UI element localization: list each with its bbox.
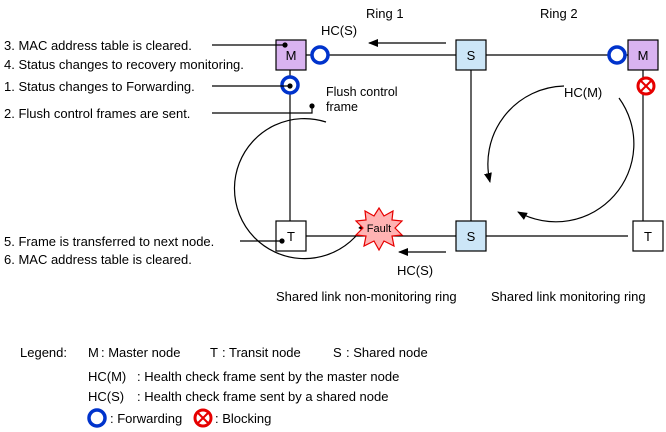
fault-label: Fault — [367, 223, 391, 235]
step-6-text: 6. MAC address table is cleared. — [4, 252, 192, 267]
legend-hcs-text: : Health check frame sent by a shared no… — [137, 389, 388, 404]
leader-step-5-dot — [279, 238, 285, 244]
legend-hcm-key: HC(M) — [88, 369, 126, 384]
legend-forwarding-icon — [87, 408, 107, 428]
transit-node-left-label: T — [287, 229, 295, 244]
hc-m-arrow-right — [517, 97, 635, 223]
shared-node-bottom-label: S — [467, 229, 476, 244]
leader-step-2 — [212, 106, 313, 114]
legend-blocking-text: : Blocking — [215, 411, 271, 426]
fault-icon: Fault — [354, 206, 404, 252]
leader-step-2-dot — [309, 103, 315, 109]
ring2-label: Ring 2 — [540, 6, 578, 21]
step-1-text: 1. Status changes to Forwarding. — [4, 79, 195, 94]
ring1-label: Ring 1 — [366, 6, 404, 21]
legend-t-key: T — [210, 345, 218, 360]
ring2-caption: Shared link monitoring ring — [491, 289, 646, 304]
legend-hcs-key: HC(S) — [88, 389, 124, 404]
leader-step-1-dot — [287, 83, 293, 89]
ring1-caption: Shared link non-monitoring ring — [276, 289, 457, 304]
transit-node-right: T — [632, 220, 664, 252]
master-node-right: M — [627, 39, 659, 71]
hc-s-top-label: HC(S) — [321, 23, 357, 38]
legend-forwarding-text: : Forwarding — [110, 411, 182, 426]
transit-node-left: T — [275, 220, 307, 252]
shared-node-top-label: S — [467, 48, 476, 63]
hc-s-bottom-label: HC(S) — [397, 263, 433, 278]
step-4-text: 4. Status changes to recovery monitoring… — [4, 57, 244, 72]
master-node-right-label: M — [638, 48, 649, 63]
flush-control-label-line2: frame — [326, 100, 358, 114]
legend-s-key: S — [333, 345, 342, 360]
legend-hcm-text: : Health check frame sent by the master … — [137, 369, 399, 384]
master-node-left-label: M — [286, 48, 297, 63]
legend-title: Legend: — [20, 345, 67, 360]
flush-control-label-line1: Flush control — [326, 85, 398, 99]
step-3-text: 3. MAC address table is cleared. — [4, 38, 192, 53]
legend-s-text: : Shared node — [346, 345, 428, 360]
step-2-text: 2. Flush control frames are sent. — [4, 106, 190, 121]
forwarding-icon-master-right — [607, 45, 627, 65]
step-5-text: 5. Frame is transferred to next node. — [4, 234, 214, 249]
legend-t-text: : Transit node — [222, 345, 301, 360]
step-leader-lines — [212, 42, 315, 244]
legend-m-key: M — [88, 345, 99, 360]
step-annotations: 3. MAC address table is cleared. 4. Stat… — [4, 38, 244, 267]
forwarding-icon-master-left-right — [310, 45, 330, 65]
legend-blocking-icon — [193, 408, 213, 428]
blocking-icon-master-right — [636, 76, 656, 96]
legend-m-text: : Master node — [101, 345, 181, 360]
shared-node-bottom: S — [455, 220, 487, 252]
shared-node-top: S — [455, 39, 487, 71]
legend: Legend: M : Master node T : Transit node… — [20, 345, 428, 428]
hc-m-arrow-left — [484, 85, 565, 183]
hc-m-label: HC(M) — [564, 85, 602, 100]
leader-step-3-dot — [282, 42, 288, 48]
transit-node-right-label: T — [644, 229, 652, 244]
flush-control-arrow — [233, 118, 367, 260]
ring-links — [289, 54, 644, 237]
